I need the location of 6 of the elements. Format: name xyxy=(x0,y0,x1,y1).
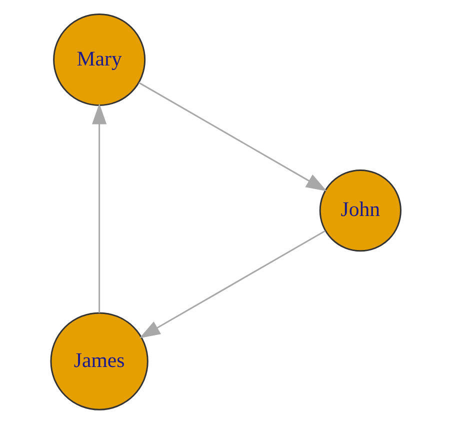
node-circle: Mary xyxy=(53,14,146,106)
node-circle: James xyxy=(50,312,148,410)
arrow xyxy=(138,82,327,192)
arrow xyxy=(92,103,107,313)
arrow xyxy=(139,230,326,338)
node-circle: John xyxy=(319,169,402,252)
